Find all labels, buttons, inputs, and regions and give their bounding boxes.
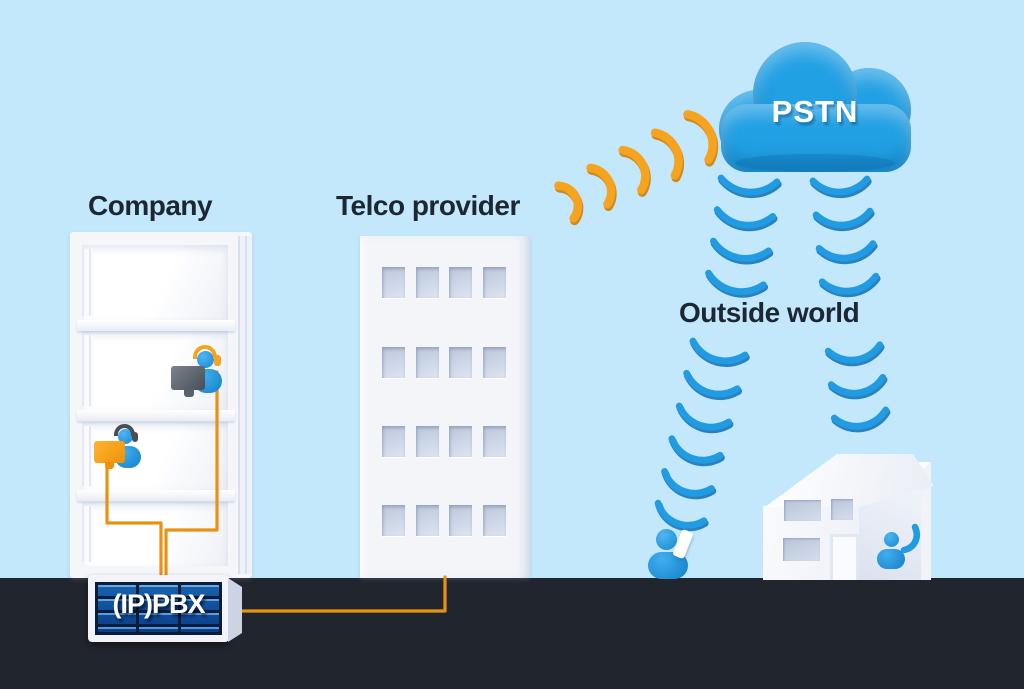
pstn-signal-arc xyxy=(675,402,733,431)
server-column xyxy=(139,585,178,632)
pbx-cable-right xyxy=(164,370,219,587)
monitor-stand xyxy=(105,462,114,469)
company-building-side-wall xyxy=(238,236,252,574)
telco-window xyxy=(483,426,506,457)
monitor-icon xyxy=(171,366,205,390)
pstn-label: PSTN xyxy=(771,94,859,129)
pstn-signal-arc xyxy=(818,272,880,295)
telco-signal-arc xyxy=(650,128,683,180)
telco-window xyxy=(416,267,439,298)
cloud-shadow xyxy=(735,154,895,172)
server-column xyxy=(98,585,137,632)
telco-window xyxy=(483,505,506,536)
headset-earcup-icon xyxy=(132,432,138,442)
home-caller-body xyxy=(877,549,905,569)
pbx-box-side xyxy=(228,578,242,642)
pstn-signal-arc xyxy=(827,373,887,397)
pstn-signal-arc xyxy=(710,237,772,262)
telco-window xyxy=(449,347,472,378)
telco-window xyxy=(449,267,472,298)
house-window xyxy=(784,500,821,521)
telco-window xyxy=(416,347,439,378)
company-label: Company xyxy=(88,190,213,221)
cloud-base xyxy=(721,104,911,172)
headset-icon xyxy=(114,424,135,436)
telco-window xyxy=(449,505,472,536)
pstn-signal-arc xyxy=(717,174,781,196)
house-window xyxy=(831,499,853,520)
telco-window xyxy=(483,347,506,378)
floor-slab xyxy=(77,410,235,421)
house xyxy=(763,450,935,580)
pbx-server-box: (IP)PBX xyxy=(88,575,242,642)
pstn-signal-arc xyxy=(654,499,708,529)
pstn-signal-arc xyxy=(809,175,871,196)
pbx-server-rack xyxy=(95,582,222,635)
telco-window xyxy=(382,426,405,457)
home-caller-icon xyxy=(884,532,899,547)
telco-signal-arc xyxy=(618,145,650,195)
pstn-signal-arc xyxy=(830,406,890,430)
pstn-signal-arc xyxy=(705,269,767,295)
outside-world-label: Outside world xyxy=(679,297,860,328)
telco-label: Telco provider xyxy=(336,190,520,221)
pstn-signal-arc xyxy=(683,369,741,398)
pbx-cable-left xyxy=(105,464,163,587)
telco-window xyxy=(416,426,439,457)
house-window xyxy=(783,538,820,561)
headset-earcup-icon xyxy=(214,355,221,366)
mobile-caller-icon xyxy=(656,529,677,550)
telco-window xyxy=(382,267,405,298)
headset-icon xyxy=(193,345,217,359)
server-column xyxy=(180,585,219,632)
pbx-to-telco-cable xyxy=(226,575,447,613)
pstn-cloud: PSTN xyxy=(715,42,915,176)
telco-building xyxy=(360,236,530,578)
telco-window xyxy=(449,426,472,457)
pstn-signal-arc xyxy=(824,341,884,364)
pbx-label: (IP)PBX xyxy=(112,589,205,619)
telco-signal-arc xyxy=(554,181,583,223)
telco-window xyxy=(416,505,439,536)
telco-window xyxy=(382,505,405,536)
floor-slab xyxy=(77,320,235,331)
company-floor xyxy=(82,245,228,320)
house-door xyxy=(830,534,859,580)
pstn-signal-arc xyxy=(668,435,724,464)
telco-signal-arc xyxy=(586,163,616,209)
telco-window xyxy=(483,267,506,298)
telco-signal-arc xyxy=(683,110,717,164)
pstn-signal-arc xyxy=(815,240,877,262)
floor-slab xyxy=(77,490,235,501)
monitor-stand xyxy=(184,389,194,397)
pstn-signal-arc xyxy=(713,206,777,229)
pstn-signal-arc xyxy=(689,337,749,365)
monitor-icon xyxy=(94,441,125,463)
telco-window xyxy=(382,347,405,378)
phone-handset-icon xyxy=(900,523,921,554)
pstn-signal-arc xyxy=(812,207,874,229)
pstn-signal-arc xyxy=(661,468,715,497)
